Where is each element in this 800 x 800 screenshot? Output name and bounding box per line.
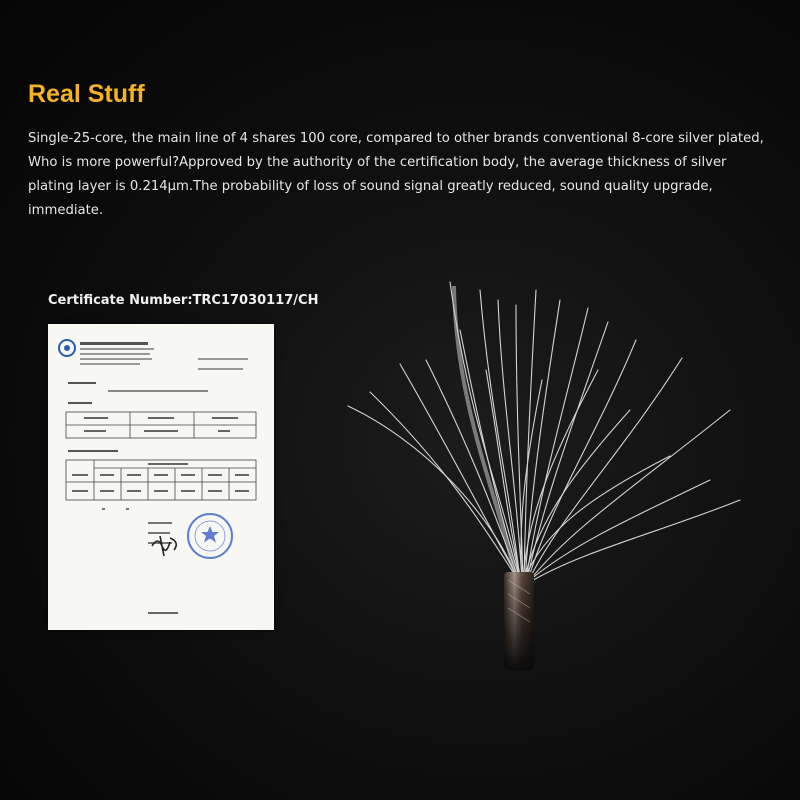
section-description: Single-25-core, the main line of 4 share… xyxy=(28,131,764,218)
silver-wire-strands-image xyxy=(330,260,750,684)
certification-logo-icon xyxy=(58,339,76,357)
signature-icon xyxy=(151,535,178,557)
certificate-number-label: Certificate Number:TRC17030117/CH xyxy=(48,293,319,308)
certificate-document-image xyxy=(48,324,274,630)
section-title: Real Stuff xyxy=(28,80,145,108)
official-seal-icon xyxy=(187,513,233,559)
